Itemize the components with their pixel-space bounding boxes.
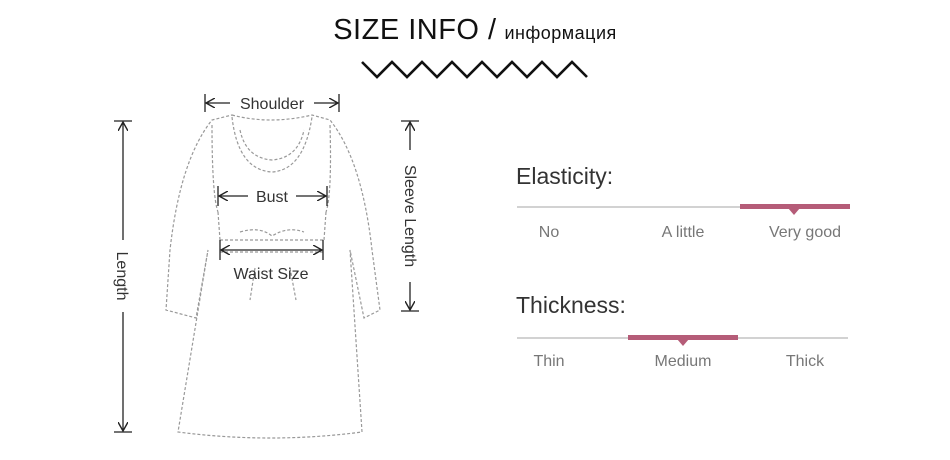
zigzag-divider [361, 60, 588, 79]
waist-label: Waist Size [234, 266, 309, 283]
elasticity-title: Elasticity: [516, 163, 614, 189]
thickness-title: Thickness: [516, 292, 626, 318]
thickness-option-medium: Medium [654, 353, 712, 370]
thickness-option-thin: Thin [533, 353, 565, 370]
sleeve-length-label: Sleeve Length [401, 165, 418, 267]
bust-measure [217, 186, 328, 206]
elasticity-option-a-little: A little [661, 224, 705, 241]
waist-measure [219, 240, 324, 260]
thickness-pointer [677, 339, 689, 346]
length-measure [114, 120, 132, 433]
thickness-indicator [628, 335, 738, 340]
elasticity-pointer [788, 208, 800, 215]
title-russian: информация [504, 23, 617, 43]
thickness-option-thick: Thick [785, 353, 825, 370]
elasticity-indicator [740, 204, 850, 209]
elasticity-option-no: No [538, 224, 560, 241]
sleeve-length-measure [401, 120, 419, 312]
shoulder-label: Shoulder [240, 96, 305, 113]
elasticity-option-very-good: Very good [768, 224, 842, 241]
title-english: SIZE INFO [333, 14, 480, 46]
shoulder-measure [204, 94, 340, 112]
title-separator: / [487, 14, 497, 46]
page-header: SIZE INFO / информация [0, 14, 950, 47]
bust-label: Bust [256, 189, 289, 206]
length-label: Length [113, 252, 130, 301]
